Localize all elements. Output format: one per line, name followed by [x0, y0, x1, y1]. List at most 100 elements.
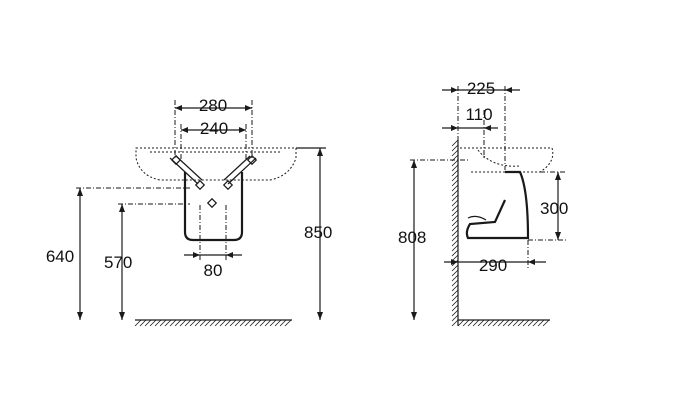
hatch-line — [254, 319, 262, 327]
hatch-line — [451, 279, 459, 287]
dim-280: 280 — [175, 96, 252, 115]
hatch-line — [517, 319, 525, 327]
hatch-line — [451, 249, 459, 257]
side-floor — [457, 319, 550, 327]
hatch-line — [134, 319, 142, 327]
hatch-line — [224, 319, 232, 327]
hatch-line — [451, 194, 459, 202]
hatch-line — [209, 319, 217, 327]
hatch-line — [451, 174, 459, 182]
hatch-line — [482, 319, 490, 327]
dim-label-110: 110 — [465, 105, 492, 124]
hatch-line — [542, 319, 550, 327]
side-pedestal — [465, 170, 530, 240]
hatch-line — [451, 184, 459, 192]
dim-label-280: 280 — [199, 96, 227, 115]
hatch-line — [451, 274, 459, 282]
hatch-line — [179, 319, 187, 327]
hatch-line — [451, 234, 459, 242]
hatch-line — [532, 319, 540, 327]
hatch-line — [451, 199, 459, 207]
hatch-line — [239, 319, 247, 327]
hatch-line — [462, 319, 470, 327]
hatch-line — [451, 204, 459, 212]
hatch-line — [219, 319, 227, 327]
dim-808: 808 — [398, 159, 470, 320]
hatch-line — [502, 319, 510, 327]
side-view: 225 110 808 300 — [398, 79, 568, 327]
hatch-line — [149, 319, 157, 327]
hatch-line — [451, 149, 459, 157]
hatch-line — [154, 319, 162, 327]
hatch-line — [451, 224, 459, 232]
bracket-right — [223, 154, 258, 185]
hatch-line — [451, 179, 459, 187]
hatch-line — [451, 264, 459, 272]
hatch-line — [279, 319, 287, 327]
hatch-line — [451, 159, 459, 167]
hatch-line — [249, 319, 257, 327]
dim-label-240: 240 — [200, 119, 228, 138]
dim-label-640: 640 — [46, 247, 74, 266]
hatch-line — [184, 319, 192, 327]
hatch-line — [204, 319, 212, 327]
hatch-line — [284, 319, 292, 327]
dim-label-300: 300 — [540, 199, 568, 218]
hatch-line — [199, 319, 207, 327]
hatch-line — [274, 319, 282, 327]
front-floor — [134, 319, 292, 327]
hatch-line — [264, 319, 272, 327]
pedestal — [183, 172, 244, 242]
hatch-line — [512, 319, 520, 327]
hatch-line — [467, 319, 475, 327]
hatch-line — [194, 319, 202, 327]
hatch-line — [451, 164, 459, 172]
hatch-line — [507, 319, 515, 327]
bracket-left — [169, 154, 203, 185]
hatch-line — [189, 319, 197, 327]
dim-label-808: 808 — [398, 228, 426, 247]
hatch-line — [472, 319, 480, 327]
hatch-line — [174, 319, 182, 327]
dim-570: 570 — [104, 203, 190, 320]
hatch-line — [451, 269, 459, 277]
hatch-line — [492, 319, 500, 327]
hatch-line — [164, 319, 172, 327]
hatch-line — [259, 319, 267, 327]
hatch-line — [451, 229, 459, 237]
hatch-line — [451, 289, 459, 297]
dim-850: 850 — [296, 147, 332, 320]
pedestal-markers — [194, 179, 234, 209]
dim-label-850: 850 — [304, 223, 332, 242]
hatch-line — [159, 319, 167, 327]
hatch-line — [457, 319, 465, 327]
hatch-line — [451, 219, 459, 227]
basin-outline — [135, 147, 297, 181]
dim-240: 240 — [181, 119, 246, 138]
hatch-line — [229, 319, 237, 327]
hatch-line — [451, 169, 459, 177]
dim-label-290: 290 — [479, 256, 507, 275]
hatch-line — [451, 309, 459, 317]
hatch-line — [537, 319, 545, 327]
dim-label-225: 225 — [467, 79, 495, 98]
hatch-line — [451, 284, 459, 292]
side-wall — [451, 139, 459, 327]
hatch-line — [214, 319, 222, 327]
hatch-line — [522, 319, 530, 327]
hatch-line — [244, 319, 252, 327]
hatch-line — [477, 319, 485, 327]
hatch-line — [451, 244, 459, 252]
dim-label-570: 570 — [104, 253, 132, 272]
hatch-line — [451, 299, 459, 307]
hatch-line — [487, 319, 495, 327]
hatch-line — [451, 189, 459, 197]
hatch-line — [139, 319, 147, 327]
hatch-line — [451, 294, 459, 302]
hatch-line — [144, 319, 152, 327]
dim-290: 290 — [444, 240, 546, 275]
hatch-line — [451, 214, 459, 222]
hatch-line — [234, 319, 242, 327]
